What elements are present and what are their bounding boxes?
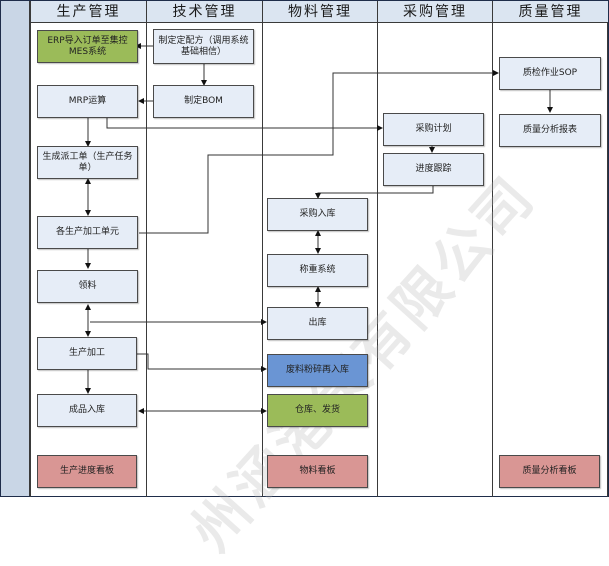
node-material-board[interactable]: 物料看板 [267,455,368,488]
node-quality-report[interactable]: 质量分析报表 [499,114,601,147]
lane-header-production: 生产管理 [30,1,146,23]
left-margin-bar [1,1,30,496]
node-finished-in[interactable]: 成品入库 [37,394,137,427]
lane-header-quality: 质量管理 [492,1,608,23]
node-processing[interactable]: 生产加工 [37,337,137,370]
node-purchase-in[interactable]: 采购入库 [267,198,368,231]
lane-quality [492,23,608,497]
node-picking[interactable]: 领料 [37,270,138,303]
lane-header-purchase: 采购管理 [377,1,492,23]
lane-purchase [377,23,492,497]
node-production-board[interactable]: 生产进度看板 [37,455,137,488]
lane-technology [146,23,262,497]
node-formula[interactable]: 制定定配方（调用系统基础相信） [153,29,254,64]
node-qc-sop[interactable]: 质检作业SOP [499,57,601,90]
node-mrp[interactable]: MRP运算 [37,85,138,118]
node-scrap-return[interactable]: 废料粉碎再入库 [267,354,368,387]
node-erp-import[interactable]: ERP导入订单至集控MES系统 [37,30,138,63]
lane-header-material: 物料管理 [262,1,377,23]
node-units[interactable]: 各生产加工单元 [37,216,138,249]
node-weighing[interactable]: 称重系统 [267,254,368,287]
lane-material [262,23,377,497]
node-outbound[interactable]: 出库 [267,307,368,340]
lane-production [30,23,146,497]
node-quality-board[interactable]: 质量分析看板 [499,455,600,488]
node-bom[interactable]: 制定BOM [153,85,254,118]
lane-header-technology: 技术管理 [146,1,262,23]
node-purchase-plan[interactable]: 采购计划 [383,113,484,146]
node-progress-track[interactable]: 进度跟踪 [383,153,484,186]
node-warehouse-ship[interactable]: 仓库、发货 [267,394,368,427]
node-dispatch[interactable]: 生成派工单（生产任务单） [37,146,138,179]
